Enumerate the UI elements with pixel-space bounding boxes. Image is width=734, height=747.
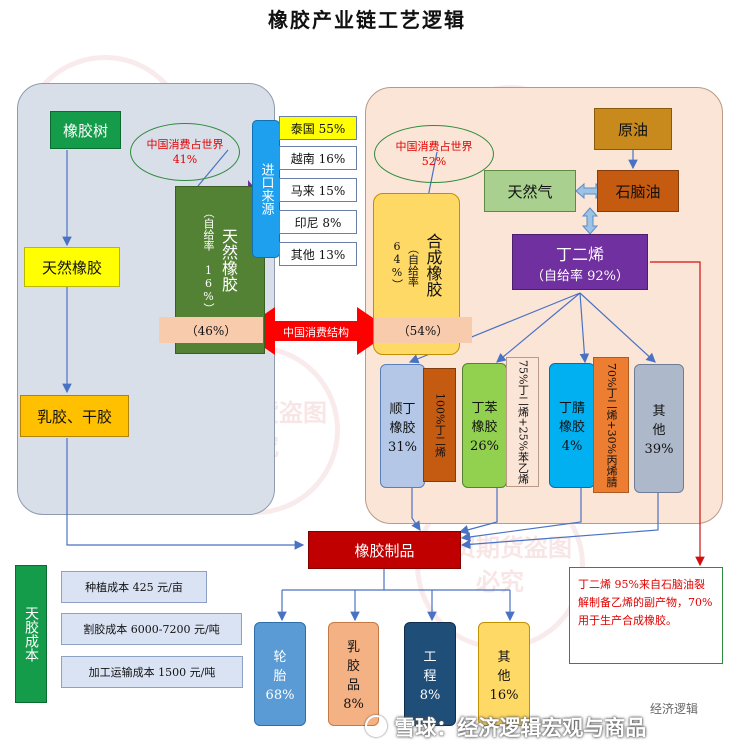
synthetic-column-labels: （自给率 64%） 合成橡胶 (373, 215, 460, 315)
country-other: 其他 13% (279, 242, 357, 266)
cost-item-tapping: 割胶成本 6000-7200 元/吨 (61, 613, 242, 645)
natural-consumption-oval: 中国消费占世界 41% (130, 123, 240, 181)
butadiene-label: 丁二烯 (555, 244, 604, 264)
br-recipe-box: 100%丁二烯 (423, 368, 456, 482)
natural-column-labels: （自给率 16%） 天然橡胶 (175, 205, 265, 315)
synthetic-consumption-oval: 中国消费占世界 52% (374, 125, 494, 183)
sbr-recipe-box: 75%丁二烯+25%苯乙烯 (506, 357, 539, 487)
footer-top-label: 经济逻辑 (650, 702, 699, 716)
end-product-latex: 乳胶品 8% (328, 622, 379, 726)
synthetic-column-main: 合成橡胶 (423, 233, 443, 297)
consumption-structure-label: 中国消费结构 (283, 326, 349, 339)
end-product-engineering: 工程 8% (404, 622, 456, 726)
country-malaysia: 马来 15% (279, 178, 357, 202)
latex-dry-rubber-box: 乳胶、干胶 (20, 395, 129, 437)
butadiene-rate: （自给率 92%） (530, 268, 630, 284)
cost-item-planting: 种植成本 425 元/亩 (61, 571, 207, 603)
butadiene-box: 丁二烯 （自给率 92%） (512, 234, 648, 290)
natural-share-band: （46%） (159, 317, 263, 343)
natural-column-sub: （自给率 16%） (202, 206, 215, 314)
page-title: 橡胶产业链工艺逻辑 (268, 8, 466, 32)
sbr-rubber-box: 丁苯橡胶 26% (462, 363, 507, 488)
cost-item-processing: 加工运输成本 1500 元/吨 (61, 656, 243, 688)
natural-rubber-box: 天然橡胶 (24, 247, 120, 287)
synthetic-share-band: （54%） (374, 317, 472, 343)
end-product-other: 其他 16% (478, 622, 530, 726)
br-rubber-box: 顺丁橡胶 31% (380, 364, 425, 488)
natural-gas-box: 天然气 (484, 170, 576, 212)
country-indonesia: 印尼 8% (279, 210, 357, 234)
crude-oil-box: 原油 (594, 108, 672, 150)
rubber-tree-box: 橡胶树 (50, 111, 121, 149)
nbr-rubber-box: 丁腈橡胶 4% (549, 363, 595, 488)
rubber-products-box: 橡胶制品 (308, 531, 461, 569)
end-product-tire: 轮胎 68% (254, 622, 306, 726)
other-synthetic-box: 其他 39% (634, 364, 684, 493)
cost-label: 天胶成本 (15, 565, 47, 703)
natural-column-main: 天然橡胶 (219, 228, 238, 292)
butadiene-note: 丁二烯 95%来自石脑油裂解制备乙烯的副产物，70%用于生产合成橡胶。 (569, 567, 723, 664)
country-thailand: 泰国 55% (279, 116, 357, 140)
import-source-label: 进口来源 (252, 120, 280, 258)
country-vietnam: 越南 16% (279, 146, 357, 170)
footer-watermark: 雪球：经济逻辑宏观与商品 (365, 712, 731, 742)
synthetic-column-sub: （自给率 64%） (390, 240, 420, 290)
nbr-recipe-box: 70%丁二烯+30%丙烯腈 (593, 357, 629, 493)
naphtha-box: 石脑油 (597, 170, 679, 212)
snowball-icon (365, 715, 387, 737)
